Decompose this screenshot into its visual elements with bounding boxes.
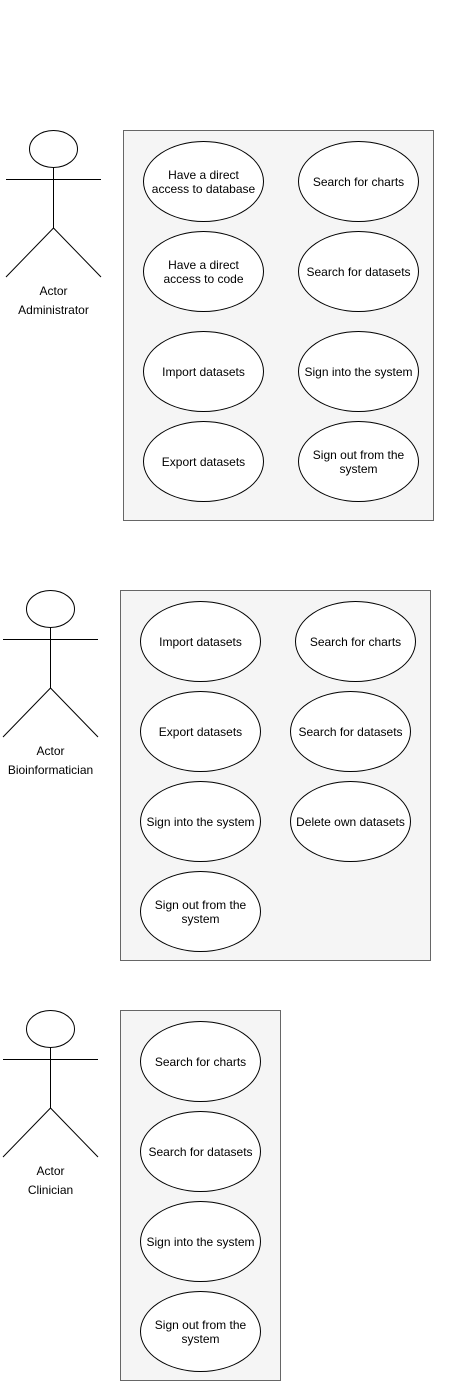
system-boundary-administrator: Have a direct access to database Search … xyxy=(123,130,434,521)
actor-role-label: Actor xyxy=(36,1164,65,1178)
usecase-delete-own-datasets[interactable]: Delete own datasets xyxy=(290,781,411,862)
usecase-direct-access-code[interactable]: Have a direct access to code xyxy=(143,231,264,312)
usecase-import-datasets[interactable]: Import datasets xyxy=(143,331,264,412)
actor-role-label: Actor xyxy=(39,284,68,298)
system-boundary-clinician: Search for charts Search for datasets Si… xyxy=(120,1010,281,1381)
stick-figure-icon xyxy=(5,130,102,278)
usecase-search-datasets[interactable]: Search for datasets xyxy=(140,1111,261,1192)
system-boundary-bioinformatician: Import datasets Search for charts Export… xyxy=(120,590,431,961)
usecase-sign-in[interactable]: Sign into the system xyxy=(140,1201,261,1282)
usecase-sign-in[interactable]: Sign into the system xyxy=(140,781,261,862)
usecase-import-datasets[interactable]: Import datasets xyxy=(140,601,261,682)
usecase-search-charts[interactable]: Search for charts xyxy=(298,141,419,222)
usecase-search-datasets[interactable]: Search for datasets xyxy=(290,691,411,772)
actor-administrator: Actor Administrator xyxy=(5,130,102,320)
stick-figure-icon xyxy=(2,590,99,738)
actor-name-label: Administrator xyxy=(18,303,89,317)
usecase-search-charts[interactable]: Search for charts xyxy=(295,601,416,682)
actor-name-label: Bioinformatician xyxy=(7,763,94,777)
actor-name-label: Clinician xyxy=(27,1183,74,1197)
usecase-sign-out[interactable]: Sign out from the system xyxy=(298,421,419,502)
actor-role-label: Actor xyxy=(36,744,65,758)
usecase-search-charts[interactable]: Search for charts xyxy=(140,1021,261,1102)
usecase-search-datasets[interactable]: Search for datasets xyxy=(298,231,419,312)
usecase-export-datasets[interactable]: Export datasets xyxy=(140,691,261,772)
usecase-sign-in[interactable]: Sign into the system xyxy=(298,331,419,412)
usecase-sign-out[interactable]: Sign out from the system xyxy=(140,1291,261,1372)
stick-figure-icon xyxy=(2,1010,99,1158)
actor-bioinformatician: Actor Bioinformatician xyxy=(2,590,99,780)
usecase-direct-access-database[interactable]: Have a direct access to database xyxy=(143,141,264,222)
usecase-sign-out[interactable]: Sign out from the system xyxy=(140,871,261,952)
actor-clinician: Actor Clinician xyxy=(2,1010,99,1200)
usecase-export-datasets[interactable]: Export datasets xyxy=(143,421,264,502)
